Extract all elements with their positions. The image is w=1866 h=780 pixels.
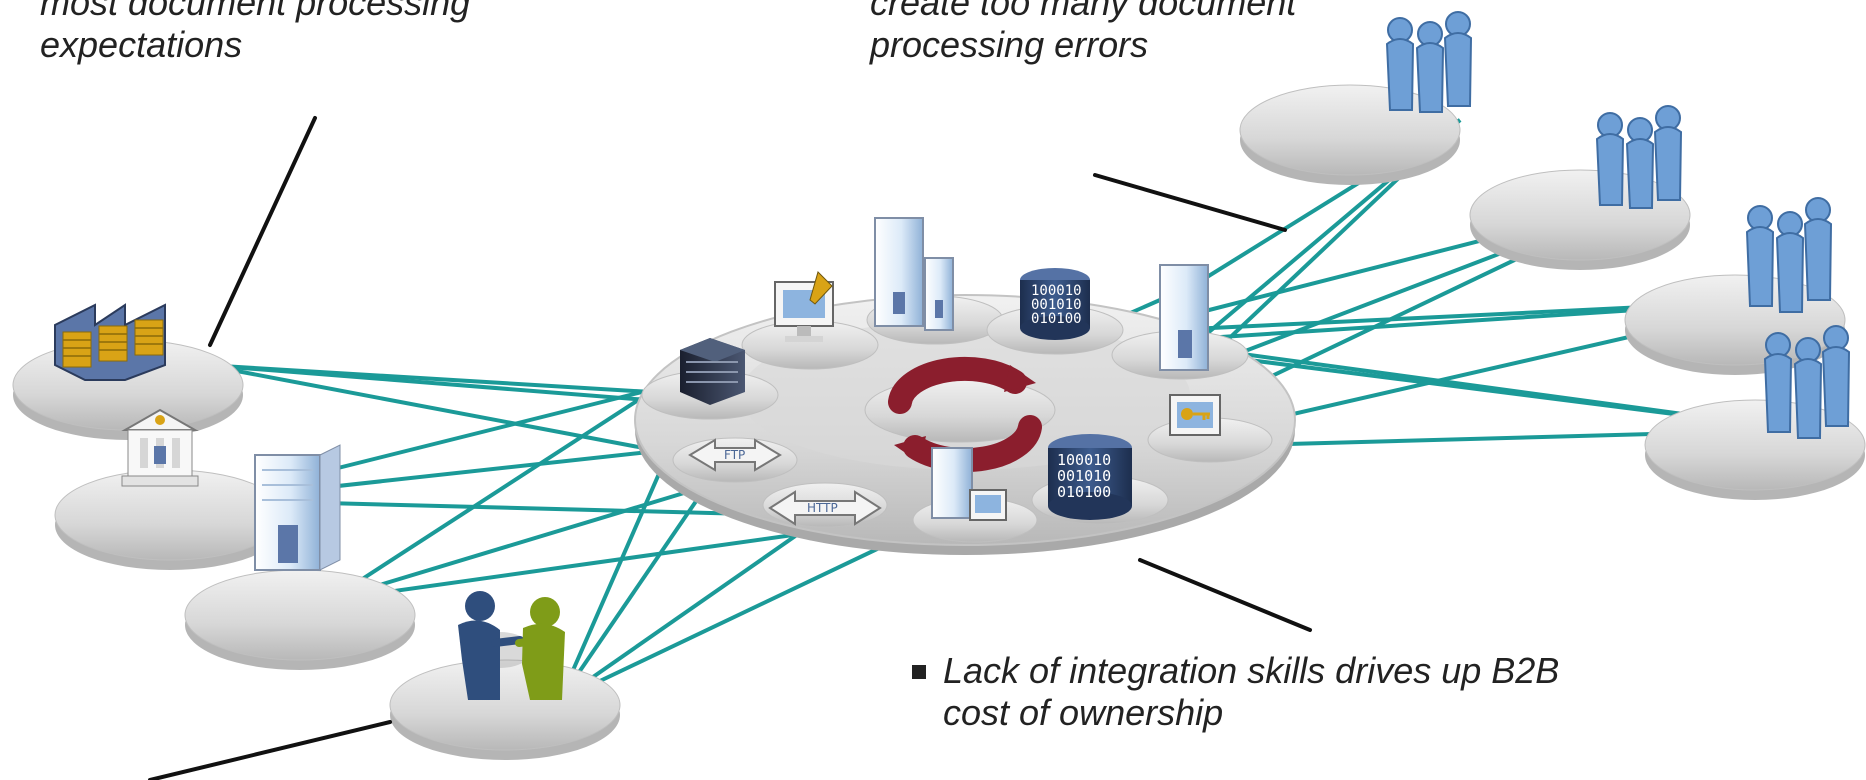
database-icon-bottom: 100010 001010 010100 [1048,434,1132,520]
callout-line-2: processing errors [870,24,1149,66]
building-icon-right [1159,264,1209,371]
people-group-icon [1745,197,1833,313]
ftp-arrow-icon: FTP [688,438,782,472]
partner-disc [184,569,416,661]
server-rack-icon [680,338,745,405]
office-building-icon [254,444,341,571]
people-group-icon [1763,325,1851,439]
callout-line [148,720,392,780]
partner-disc [389,659,621,751]
svg-text:001010: 001010 [1031,297,1082,313]
svg-text:010100: 010100 [1031,311,1082,327]
svg-text:HTTP: HTTP [807,501,838,515]
monitor-key-icon [1169,394,1221,436]
people-group-icon [1385,11,1473,113]
callout-line [1138,558,1312,632]
callout-line-2: expectations [40,24,243,66]
svg-text:FTP: FTP [724,448,745,462]
svg-text:100010: 100010 [1057,451,1111,469]
buildings-icon [874,217,954,331]
factory-icon [54,303,166,381]
sync-arrows-icon [888,356,1042,473]
small-server-monitor-icon [931,447,1007,521]
bank-icon [121,408,199,487]
svg-text:010100: 010100 [1057,483,1111,501]
bullet-marker [912,665,926,679]
callout-line-1: Lack of integration skills drives up B2B [943,650,1560,691]
callout-text-top: create too many document processing erro… [870,0,1296,67]
callout-text-bottom: Lack of integration skills drives up B2B… [943,650,1559,735]
callout-line-1: create too many document [870,0,1297,23]
callout-line [208,116,317,347]
svg-text:001010: 001010 [1057,467,1111,485]
callout-lines [148,116,1312,780]
callout-line [1093,173,1287,232]
callout-line-2: cost of ownership [943,692,1224,734]
monitor-pen-icon [774,271,834,342]
database-icon-top: 100010 001010 010100 [1020,268,1090,340]
http-arrow-icon: HTTP [768,490,882,526]
people-group-icon [1595,105,1683,209]
handshake-people-icon [458,591,565,700]
svg-text:100010: 100010 [1031,283,1082,299]
callout-line-1: most document processing [40,0,471,23]
callout-text-left: most document processing expectations [40,0,470,67]
